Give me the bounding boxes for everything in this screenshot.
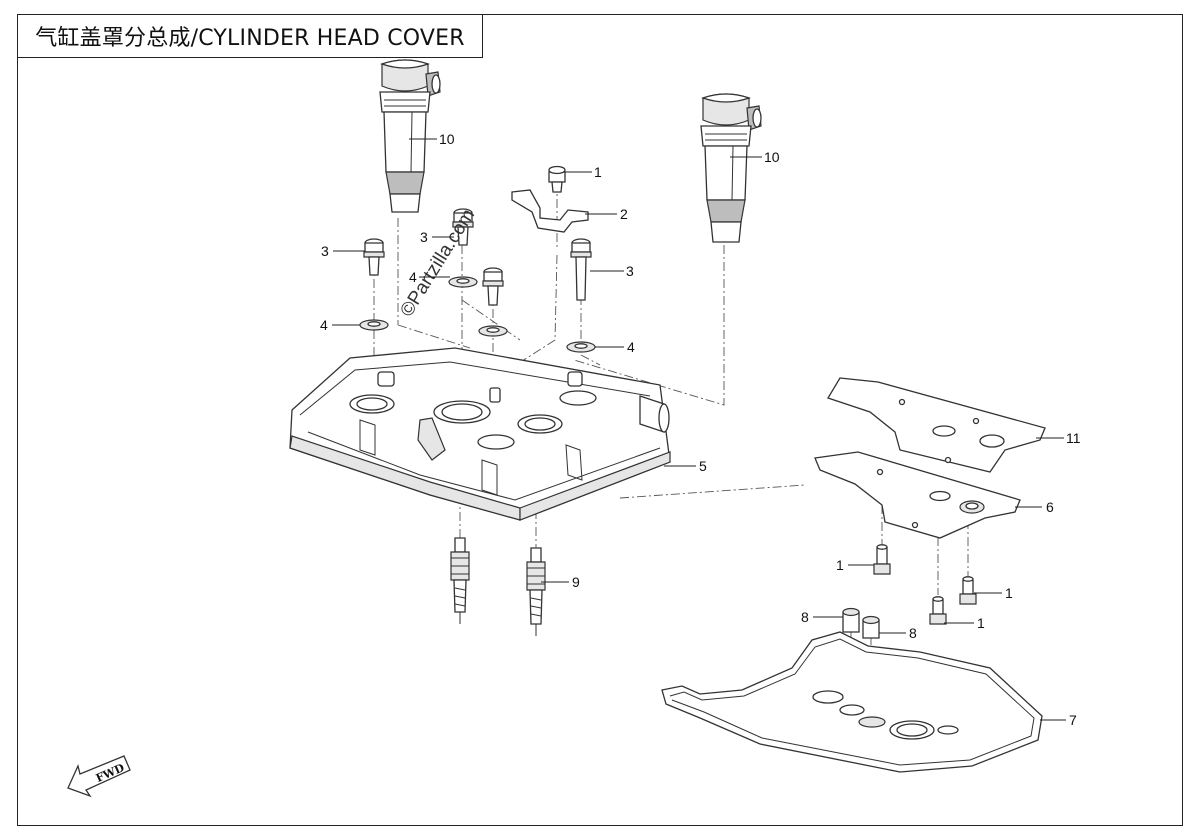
callout-4-right: 4 xyxy=(627,339,635,355)
gasket-plate-11 xyxy=(827,377,1046,473)
washers-4 xyxy=(359,276,596,353)
callout-10-left: 10 xyxy=(439,131,455,147)
assembly-lines xyxy=(373,182,969,720)
page-title: 气缸盖罩分总成/CYLINDER HEAD COVER xyxy=(35,26,465,51)
title-box: 气缸盖罩分总成/CYLINDER HEAD COVER xyxy=(17,14,483,58)
drawing-frame xyxy=(17,14,1183,826)
callout-3-left: 3 xyxy=(321,243,329,259)
cylinder-head-cover xyxy=(289,347,671,521)
leader-lines xyxy=(332,138,1066,721)
callout-8-left: 8 xyxy=(801,609,809,625)
callout-1-top: 1 xyxy=(594,164,602,180)
callout-numbers: 10 10 1 2 3 3 3 4 4 4 5 11 6 9 1 1 1 8 8… xyxy=(320,131,1081,728)
callout-1-lower-right: 1 xyxy=(1005,585,1013,601)
callout-2: 2 xyxy=(620,206,628,222)
callout-10-right: 10 xyxy=(764,149,780,165)
ignition-coil-left xyxy=(379,59,441,213)
ignition-coil-right xyxy=(700,93,762,243)
bolt-3-d xyxy=(570,238,592,301)
bolts-1-lower xyxy=(873,544,977,625)
callout-1-lower-left: 1 xyxy=(836,557,844,573)
bolt-3-a xyxy=(452,208,474,246)
callout-3-upper: 3 xyxy=(420,229,428,245)
bolt-3-b xyxy=(363,238,385,276)
spark-plugs xyxy=(450,537,546,636)
bolt-3-c xyxy=(482,267,504,306)
callout-5: 5 xyxy=(699,458,707,474)
bolt-1-top xyxy=(548,165,566,193)
callout-6: 6 xyxy=(1046,499,1054,515)
callout-7: 7 xyxy=(1069,712,1077,728)
callout-8-right: 8 xyxy=(909,625,917,641)
fwd-arrow-icon: FWD xyxy=(67,755,131,798)
valve-cover-gasket-7 xyxy=(661,631,1043,773)
callout-4-left: 4 xyxy=(320,317,328,333)
callout-11: 11 xyxy=(1066,430,1081,446)
callout-4-upper: 4 xyxy=(409,269,417,285)
gasket-plate-6 xyxy=(814,451,1021,539)
callout-9: 9 xyxy=(572,574,580,590)
seals-8 xyxy=(842,607,880,639)
callout-3-right: 3 xyxy=(626,263,634,279)
callout-1-lower-mid: 1 xyxy=(977,615,985,631)
bracket-2 xyxy=(511,189,589,233)
